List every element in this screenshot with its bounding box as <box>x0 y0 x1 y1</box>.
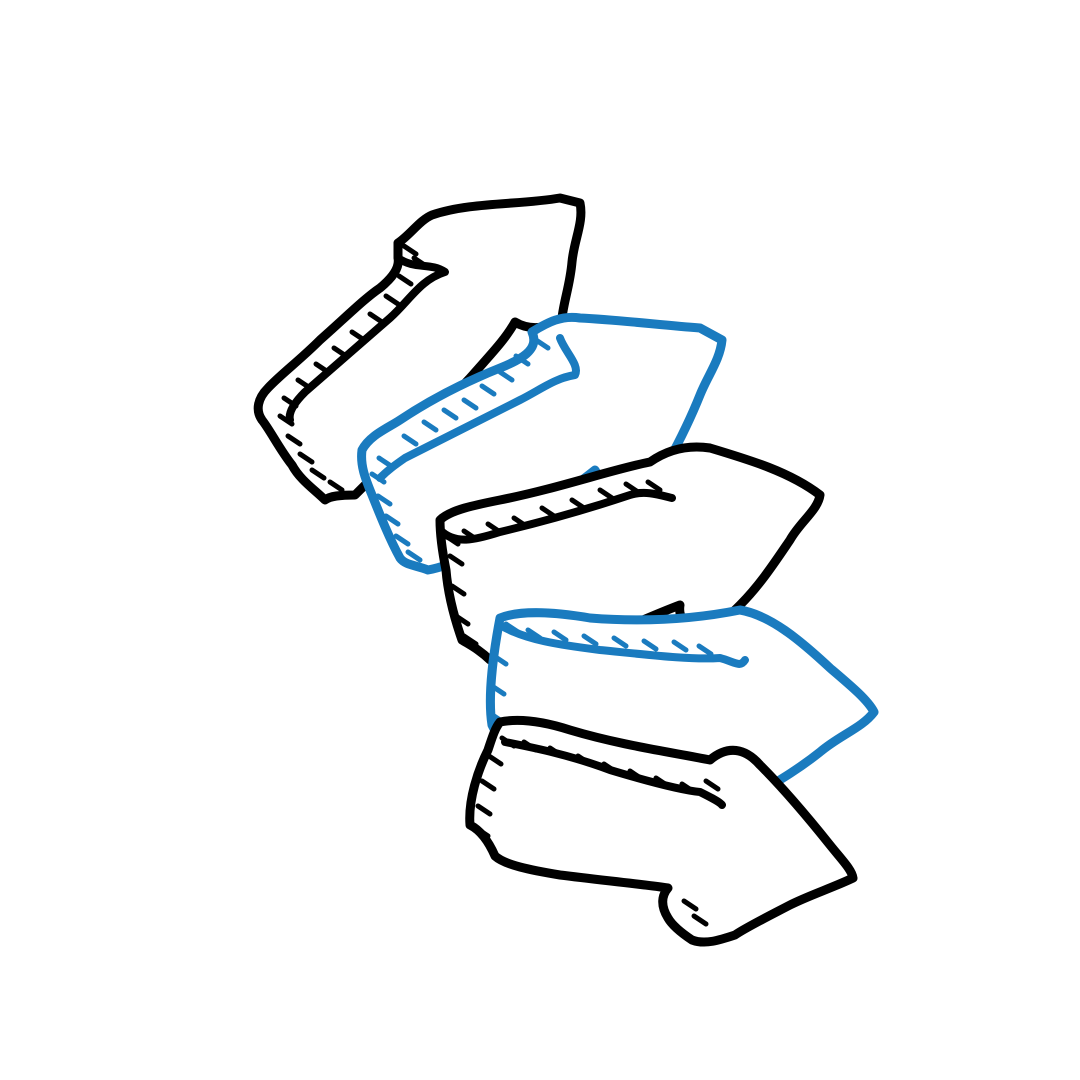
arrow-2-side <box>376 334 580 482</box>
hatch-mark <box>489 683 507 697</box>
hatch-mark <box>575 753 593 767</box>
arrow-5-face <box>465 715 858 947</box>
hatch-mark <box>447 553 465 567</box>
hatch-mark <box>601 761 619 775</box>
hatch-mark <box>679 781 697 795</box>
hatch-mark <box>393 533 411 547</box>
hatch-mark <box>497 369 515 383</box>
hatch-mark <box>503 621 521 635</box>
hatch-mark <box>479 383 497 397</box>
hatch-mark <box>547 745 565 759</box>
hatch-mark <box>623 481 641 495</box>
hatch-mark <box>581 633 599 647</box>
hatch-mark <box>551 629 569 643</box>
hatch-mark <box>375 493 393 507</box>
hatch-mark <box>383 513 401 527</box>
hatch-mark <box>376 455 394 469</box>
hatch-mark <box>653 775 671 789</box>
hatch-mark <box>295 377 313 391</box>
hatch-mark <box>627 768 645 782</box>
hatch-mark <box>486 753 504 767</box>
hatch-mark <box>281 395 299 409</box>
hatch-mark <box>511 515 529 529</box>
hatch-mark <box>491 653 509 667</box>
hatch-mark <box>525 627 543 641</box>
hatch-mark <box>297 451 315 465</box>
hatch-mark <box>539 505 557 519</box>
hatch-mark <box>449 583 467 597</box>
hatch-mark <box>533 337 551 351</box>
hatch-mark <box>696 643 714 657</box>
arrow-2-hatching <box>369 337 551 563</box>
hatch-mark <box>453 613 471 627</box>
hatch-mark <box>349 329 367 343</box>
hatch-mark <box>369 471 387 485</box>
hatch-mark <box>513 353 531 367</box>
hatch-mark <box>681 898 699 912</box>
hatch-mark <box>485 521 503 535</box>
arrow-4-hatching <box>489 621 714 752</box>
hatch-mark <box>691 913 709 927</box>
hatch-mark <box>401 433 419 447</box>
hatch-mark <box>313 361 331 375</box>
hatch-mark <box>569 497 587 511</box>
hatch-mark <box>703 778 721 792</box>
hatch-mark <box>411 255 429 269</box>
hatch-mark <box>383 293 401 307</box>
hatch-mark <box>499 735 517 749</box>
arrow-5-side <box>501 738 726 809</box>
hatch-mark <box>441 407 459 421</box>
hatch-mark <box>479 778 497 792</box>
hatch-mark <box>277 413 295 427</box>
arrow-3-side <box>436 488 676 544</box>
hatch-mark <box>309 467 327 481</box>
hatch-mark <box>443 533 461 547</box>
arrow-5 <box>465 715 858 947</box>
hatch-mark <box>331 345 349 359</box>
hatch-mark <box>473 825 491 839</box>
hatch-mark <box>396 273 414 287</box>
hatch-mark <box>521 739 539 753</box>
hatch-mark <box>405 549 423 563</box>
arrow-1 <box>253 193 586 505</box>
arrow-1-side <box>285 254 449 424</box>
hatch-mark <box>641 638 659 652</box>
hatch-mark <box>461 633 479 647</box>
hatch-mark <box>671 639 689 653</box>
hatch-mark <box>327 479 345 493</box>
hatch-mark <box>285 433 303 447</box>
hatch-mark <box>645 479 663 493</box>
hatch-mark <box>475 803 493 817</box>
arrow-3-hatching <box>443 479 663 647</box>
hatch-mark <box>461 397 479 411</box>
hatch-mark <box>367 311 385 325</box>
arrow-1-hatching <box>277 243 429 493</box>
hatch-mark <box>401 243 419 257</box>
hatch-mark <box>597 487 615 501</box>
hatch-mark <box>421 419 439 433</box>
arrow-5-hatching <box>473 735 721 927</box>
hatch-mark <box>461 528 479 542</box>
hatch-mark <box>611 635 629 649</box>
